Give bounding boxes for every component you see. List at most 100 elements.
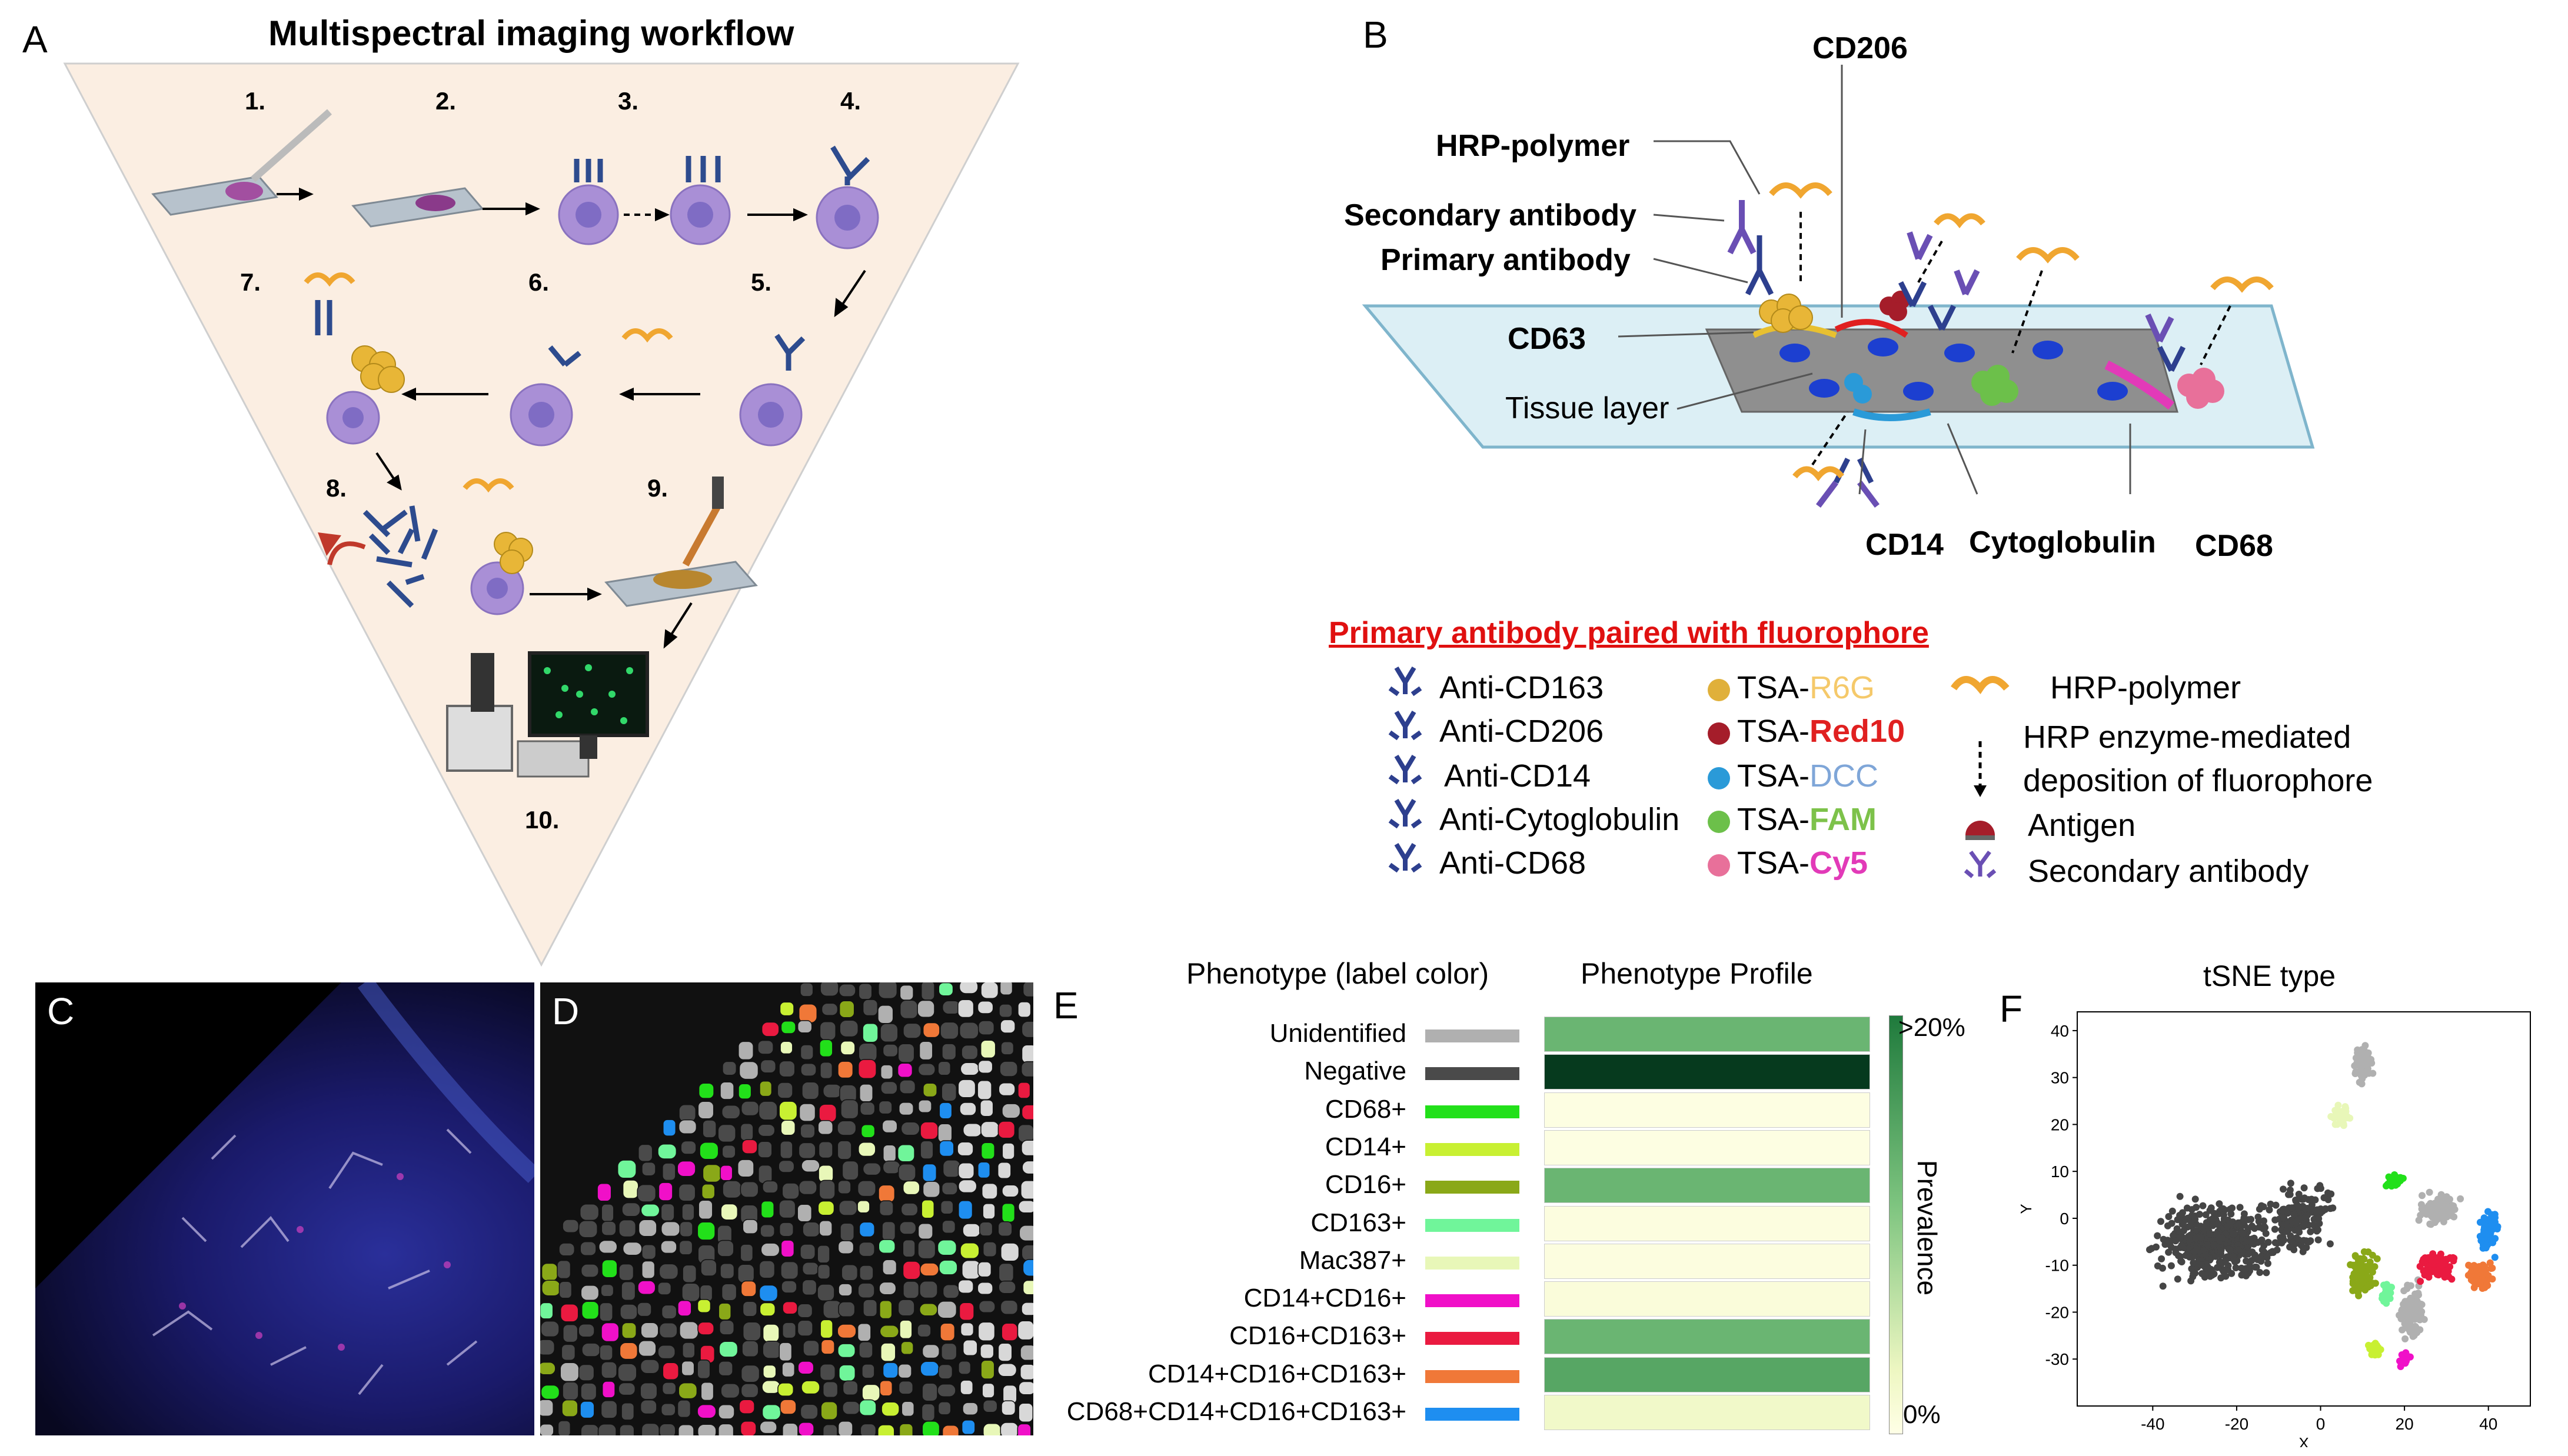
segmented-cell [859, 1084, 873, 1102]
segmented-cell [801, 1279, 817, 1296]
phenotype-color-swatch [1425, 1332, 1519, 1345]
segmented-cell [982, 1203, 996, 1220]
scatter-point [2295, 1204, 2303, 1211]
scatter-point [2202, 1251, 2210, 1259]
segmented-cell [717, 1124, 736, 1143]
legend-secondary: Secondary antibody [2028, 854, 2309, 889]
step-1-label: 1. [245, 87, 266, 115]
segmented-cell [800, 1244, 816, 1260]
segmented-cell [917, 1222, 933, 1240]
segmented-cell [760, 1059, 777, 1074]
segmented-cell [899, 1320, 913, 1340]
scatter-point [2218, 1234, 2226, 1242]
scatter-point [2165, 1213, 2173, 1220]
phenotype-color-swatch [1425, 1294, 1519, 1308]
segmented-cell [761, 1021, 780, 1037]
scatter-point [2404, 1315, 2411, 1323]
segmented-cell [1020, 1061, 1033, 1078]
scatter-point [2417, 1211, 2424, 1219]
segmented-cell [841, 1264, 859, 1281]
segmented-cell [861, 1364, 875, 1379]
segmented-cell [980, 1142, 995, 1160]
segmented-cell [820, 1061, 833, 1079]
segmented-cell [658, 1322, 678, 1338]
segmented-cell [957, 999, 974, 1018]
segmented-cell [940, 1200, 954, 1215]
segmented-cell [1002, 1184, 1019, 1198]
scatter-point [2197, 1234, 2205, 1241]
segmented-cell [740, 1101, 760, 1117]
segmented-cell [958, 1200, 973, 1220]
segmented-cell [721, 1104, 741, 1120]
segmented-cell [998, 1082, 1016, 1097]
segmented-cell [1000, 1041, 1014, 1055]
segmented-cell [857, 1059, 877, 1079]
scatter-point [2307, 1228, 2314, 1235]
scatter-point [2306, 1238, 2313, 1245]
segmented-cell [938, 982, 954, 997]
step-9-label: 9. [647, 474, 668, 502]
segmented-cell [580, 1401, 595, 1419]
scatter-point [2412, 1314, 2420, 1322]
segmented-cell [621, 1402, 635, 1421]
segmented-cell [920, 1140, 934, 1160]
scatter-point [2174, 1216, 2181, 1224]
segmented-cell [921, 1403, 936, 1422]
segmented-cell [540, 1339, 555, 1355]
segmented-cell [759, 1421, 777, 1434]
phenotype-label: CD14+ [1325, 1132, 1406, 1161]
scatter-point [2436, 1198, 2444, 1205]
panel-label-d: D [552, 990, 580, 1032]
segmented-cell [718, 1361, 733, 1377]
scatter-point [2366, 1274, 2374, 1281]
segmented-cell [837, 1324, 857, 1339]
segmented-cell [681, 1282, 700, 1302]
segmented-cell [578, 1220, 598, 1238]
segmented-cell [842, 1401, 860, 1415]
secondary-antibody-icon [1964, 850, 1997, 878]
segmented-cell [657, 1144, 677, 1160]
scatter-point [2380, 1281, 2387, 1289]
panel-label-e: E [1053, 984, 1079, 1027]
segmented-cell [979, 1221, 993, 1237]
segmented-cell [798, 1142, 816, 1160]
segmented-cell [782, 1322, 797, 1339]
scatter-point [2210, 1241, 2217, 1248]
segmented-cell [997, 1342, 1013, 1362]
legend-antibody-5: Anti-CD68 [1439, 845, 1586, 881]
scatter-point [2242, 1272, 2250, 1280]
segmented-cell [560, 1303, 579, 1322]
antibody-icon [315, 145, 870, 585]
panel-label-b: B [1363, 14, 1388, 56]
segmented-cell [937, 1239, 957, 1256]
segmented-cell [682, 1264, 697, 1283]
segmented-cell [760, 1200, 774, 1219]
colorbar-axis-label: Prevalence [1912, 1160, 1943, 1296]
microscope-icon [446, 653, 590, 778]
scatter-point [2190, 1259, 2197, 1267]
scatter-point [2307, 1205, 2314, 1213]
segmented-cell [640, 1399, 657, 1415]
segmented-cell [1000, 1300, 1019, 1315]
segmented-cell [680, 1140, 697, 1155]
scatter-point [2418, 1205, 2426, 1213]
scatter-point [2320, 1194, 2328, 1201]
legend-antigen: Antigen [2028, 808, 2136, 843]
scatter-point [2441, 1268, 2449, 1275]
segmented-cell [897, 1163, 916, 1182]
segmented-cell [599, 1344, 613, 1361]
segmented-cell [578, 1324, 595, 1338]
segmented-cell [797, 1020, 813, 1034]
scatter-point [2399, 1358, 2407, 1365]
segmented-cell [622, 1180, 639, 1199]
segmented-cell [722, 1061, 737, 1076]
segmented-cell [557, 1260, 571, 1280]
segmented-cell [877, 1005, 894, 1024]
label-hrp-polymer: HRP-polymer [1436, 129, 1630, 163]
segmented-cell [801, 1081, 820, 1100]
segmented-cell [1022, 1160, 1033, 1175]
segmented-cell [637, 1184, 657, 1202]
phenotype-color-swatch [1425, 1181, 1519, 1194]
phenotype-color-swatch [1425, 1067, 1519, 1081]
scatter-point [2301, 1194, 2308, 1202]
